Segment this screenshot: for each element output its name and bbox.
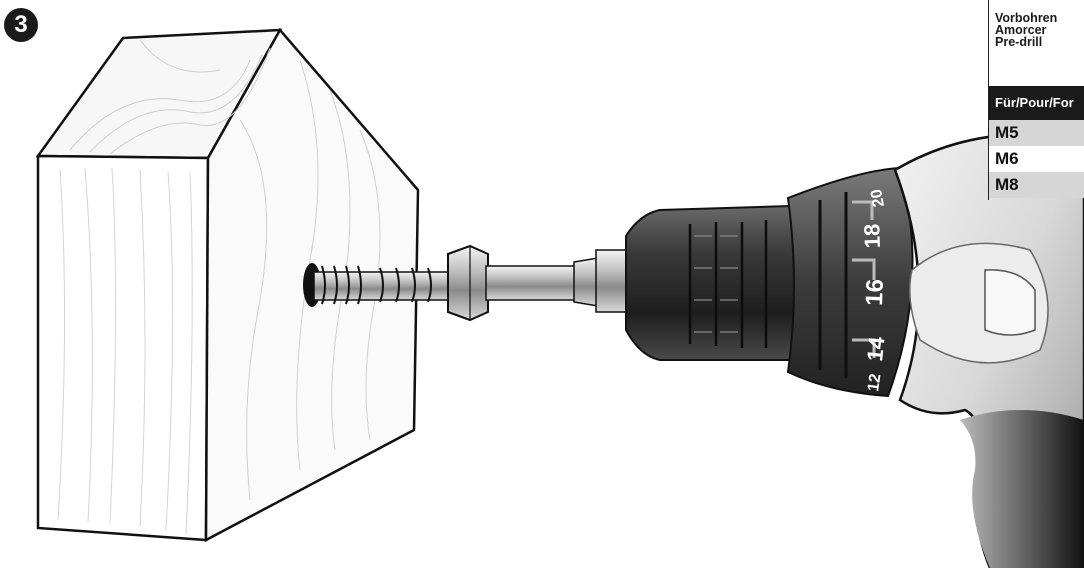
drill-grip (960, 410, 1084, 568)
drill-chuck (625, 204, 796, 361)
bolt-thread (321, 265, 432, 305)
spec-column-header: Für/Pour/For (989, 86, 1084, 120)
spec-table-heading: Vorbohren Amorcer Pre-drill (989, 0, 1084, 86)
clutch-collar (786, 166, 914, 398)
wood-grain-top (69, 39, 271, 155)
wood-grain-front (57, 167, 193, 535)
drive-adapter (485, 249, 631, 313)
heading-line-fr: Amorcer (995, 23, 1047, 37)
spec-row-size: M6 (989, 146, 1084, 172)
pre-drill-spec-table: Vorbohren Amorcer Pre-drill Für/Pour/For… (988, 0, 1084, 200)
wood-block-front (36, 154, 210, 542)
spec-row-size: M5 (989, 120, 1084, 146)
heading-line-en: Pre-drill (995, 35, 1043, 49)
wood-block (35, 27, 420, 543)
spec-row-size: M8 (989, 172, 1084, 198)
step-number-badge: 3 (4, 8, 38, 42)
anchor-bolt (313, 244, 489, 322)
hex-nut (447, 244, 489, 322)
heading-line-de: Vorbohren (995, 11, 1058, 25)
